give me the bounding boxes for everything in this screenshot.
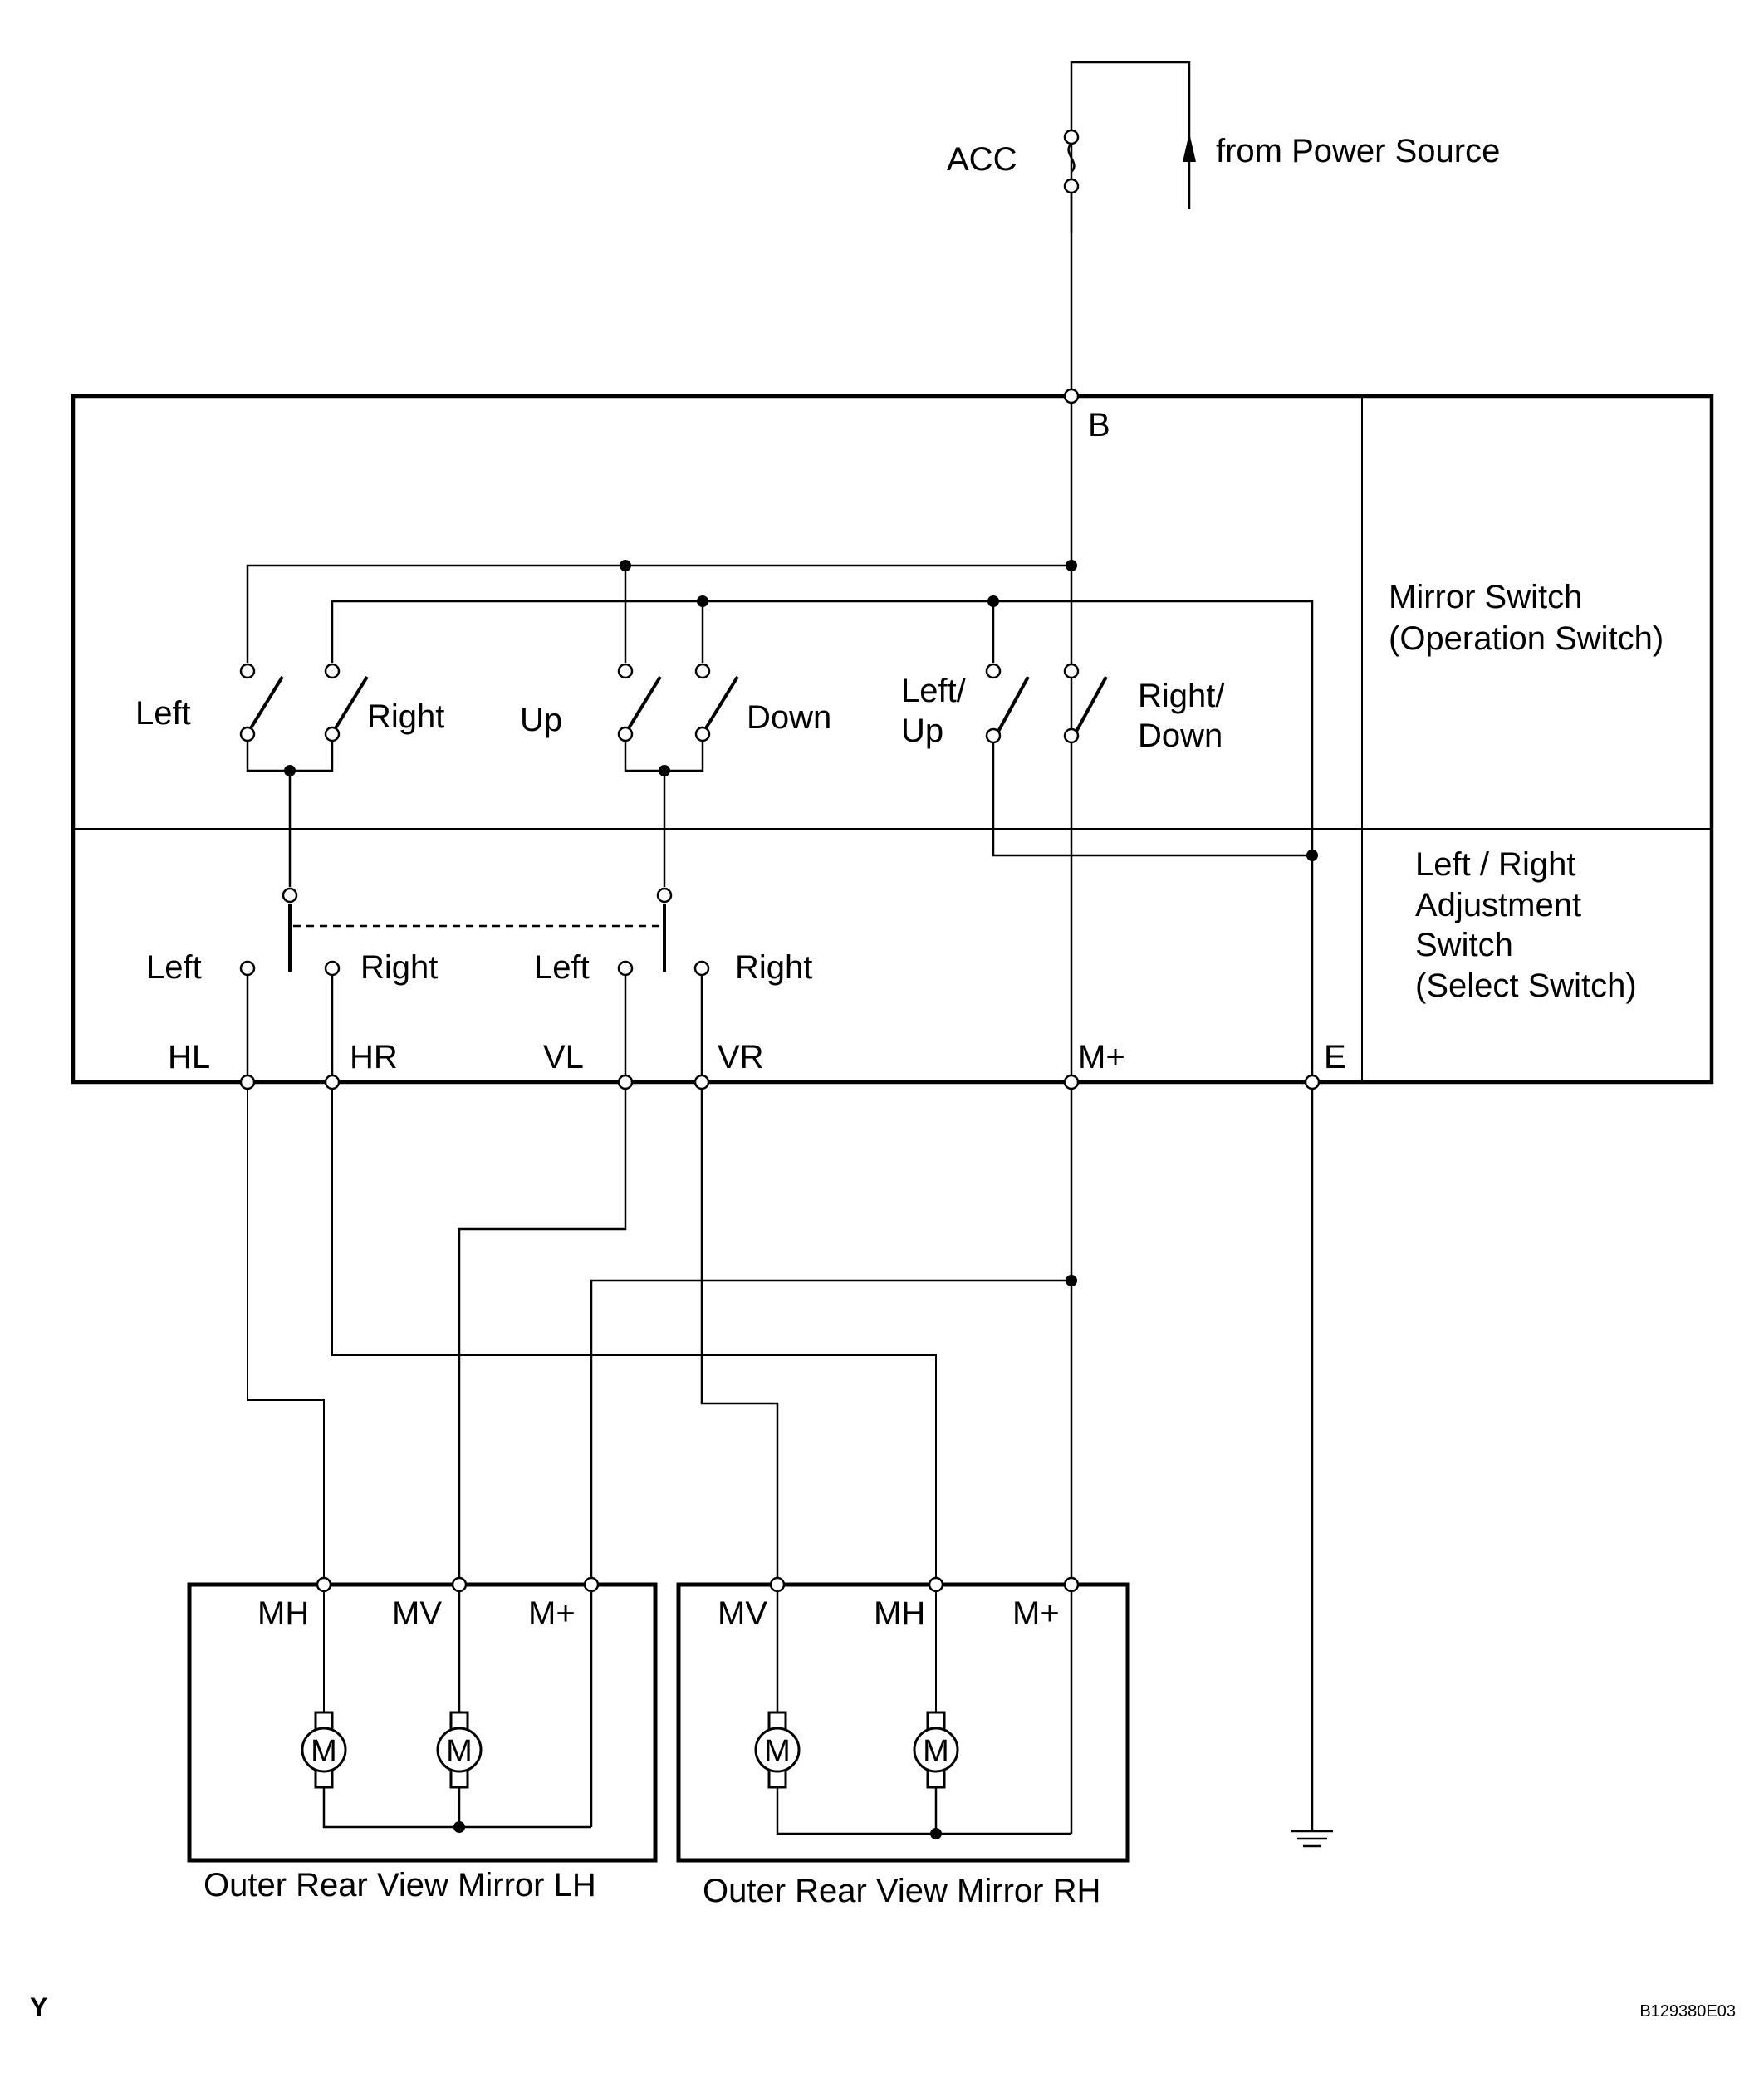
mplus-terminal-label: M+	[1078, 1039, 1125, 1075]
rh-mplus-label: M+	[1012, 1595, 1060, 1632]
vl-terminal-label: VL	[543, 1039, 584, 1075]
lh-mv-label: MV	[392, 1595, 442, 1632]
power-source-wiring	[1063, 61, 1196, 390]
mirror-rh-name: Outer Rear View Mirror RH	[703, 1873, 1100, 1909]
mirror-rh	[676, 1576, 1130, 1863]
power-source-label: from Power Source	[1216, 133, 1500, 169]
op-right-down-label-line1: Right/	[1138, 678, 1225, 714]
op-right-label: Right	[367, 698, 444, 735]
hl-terminal-label: HL	[168, 1039, 210, 1075]
operation-switch-contacts	[247, 675, 1108, 738]
motor-lh-mh-label: M	[311, 1734, 337, 1769]
lh-mh-label: MH	[257, 1595, 309, 1632]
footer-mark: Y	[30, 1992, 47, 2022]
switch-assembly	[71, 394, 1714, 1085]
mirror-harness-wiring	[247, 1089, 1314, 1831]
op-left-label: Left	[135, 695, 191, 732]
sel-right1-label: Right	[360, 949, 438, 986]
acc-label: ACC	[947, 141, 1017, 178]
ground-icon	[1291, 1830, 1333, 1848]
motor-lh-mv-label: M	[446, 1734, 473, 1769]
select-switch-name-line3: Switch	[1415, 927, 1513, 963]
motor-rh-mh-label: M	[923, 1734, 949, 1769]
select-switch-name-line4: (Select Switch)	[1415, 967, 1637, 1004]
select-switch-name-line2: Adjustment	[1415, 887, 1581, 923]
motor-rh-mv-icon	[754, 1711, 801, 1789]
sel-right2-label: Right	[735, 949, 812, 986]
sel-left2-label: Left	[534, 949, 590, 986]
hr-terminal-label: HR	[350, 1039, 398, 1075]
figure-code: B129380E03	[1639, 2002, 1736, 2021]
rh-mv-label: MV	[718, 1595, 767, 1632]
switch-internal-wiring	[246, 397, 1314, 1075]
e-terminal-label: E	[1324, 1039, 1346, 1075]
mirror-lh	[187, 1576, 658, 1863]
mirror-switch-name-line1: Mirror Switch	[1389, 579, 1582, 615]
op-up-label: Up	[520, 702, 562, 738]
rh-mh-label: MH	[874, 1595, 925, 1632]
motor-rh-mh-icon	[913, 1711, 959, 1789]
motor-lh-mv-icon	[436, 1711, 483, 1789]
op-left-up-label-line2: Up	[901, 713, 943, 749]
op-left-up-label-line1: Left/	[901, 673, 967, 709]
select-switch-name-line1: Left / Right	[1415, 846, 1575, 883]
motor-rh-mv-label: M	[764, 1734, 791, 1769]
mirror-switch-name-line2: (Operation Switch)	[1389, 620, 1664, 657]
lh-mplus-label: M+	[528, 1595, 576, 1632]
motor-lh-mh-icon	[301, 1711, 347, 1789]
b-terminal-label: B	[1088, 407, 1110, 443]
op-right-down-label-line2: Down	[1138, 718, 1223, 754]
op-down-label: Down	[747, 699, 831, 736]
sel-left1-label: Left	[146, 949, 202, 986]
vr-terminal-label: VR	[718, 1039, 764, 1075]
mirror-lh-name: Outer Rear View Mirror LH	[203, 1867, 596, 1903]
